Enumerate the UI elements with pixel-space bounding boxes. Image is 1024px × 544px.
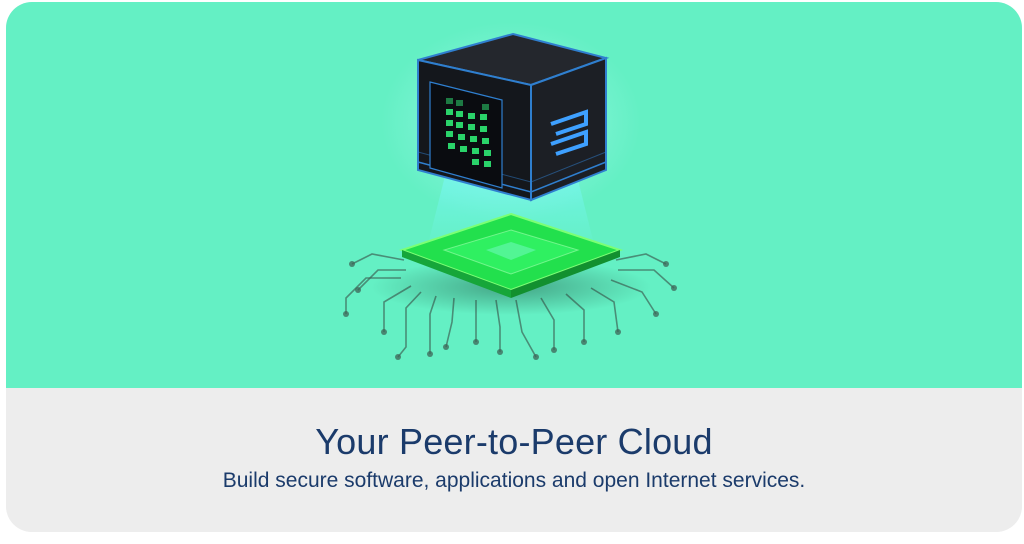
page-subtitle: Build secure software, applications and … [222,469,806,492]
p2p-cloud-illustration [343,22,677,360]
promo-card: Your Peer-to-Peer Cloud Build secure sof… [6,2,1022,532]
chip-icon [398,212,624,298]
page-title: Your Peer-to-Peer Cloud [315,421,713,462]
caption-panel: Your Peer-to-Peer Cloud Build secure sof… [6,388,1022,532]
hero-banner [6,2,1022,388]
server-cube-icon [417,32,610,202]
